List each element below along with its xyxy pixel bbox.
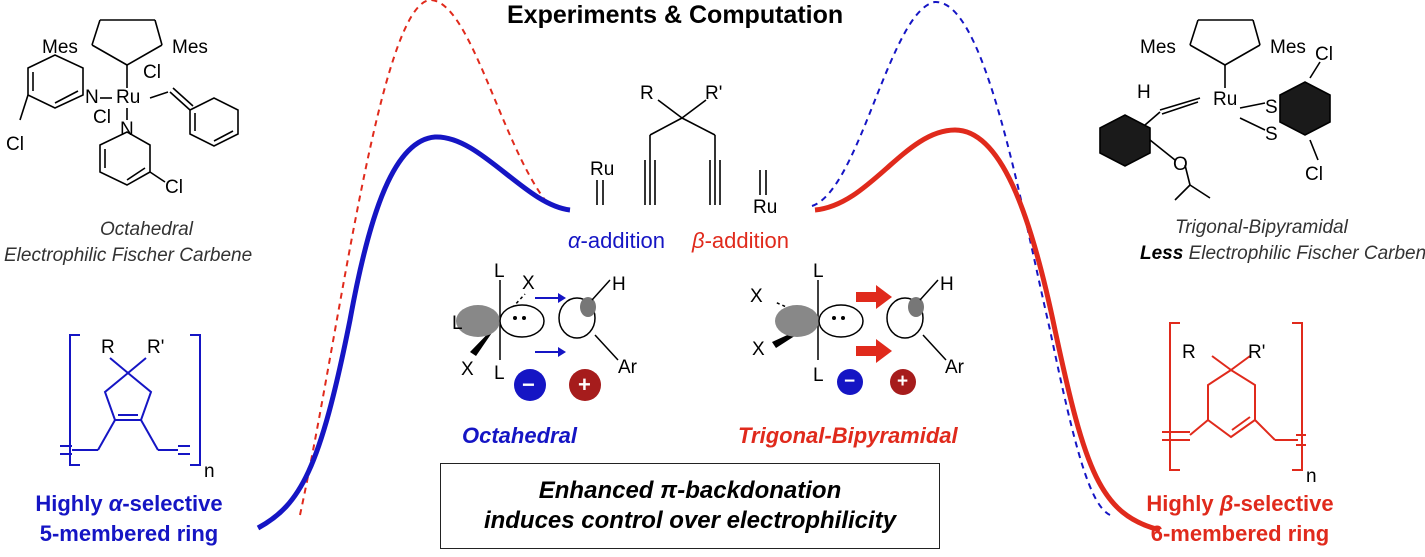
- right-mes-right: Mes: [1270, 37, 1306, 58]
- substrate-ru-right: Ru: [753, 197, 778, 218]
- left-prod-n: n: [204, 461, 215, 482]
- right-product-line-1: Highly β-selective: [1146, 491, 1334, 516]
- oct-l-top: L: [494, 261, 505, 282]
- octahedral-orbital-drawing: [456, 279, 619, 361]
- octahedral-label: Octahedral: [462, 423, 577, 448]
- right-caption-rest: Electrophilic Fischer Carbene: [1183, 243, 1425, 264]
- oct-plus-sign: +: [578, 372, 591, 397]
- substrate-r-prime: R': [705, 83, 723, 104]
- oct-h: H: [612, 274, 626, 295]
- left-catalyst-caption-2: Electrophilic Fischer Carbene: [4, 245, 253, 266]
- tbp-l-bottom: L: [813, 365, 824, 386]
- left-prod-r: R: [101, 337, 115, 358]
- tbp-orbital-drawing: [772, 279, 947, 363]
- tbp-h: H: [940, 274, 954, 295]
- oct-x-top: X: [522, 273, 535, 294]
- right-prod-n: n: [1306, 466, 1317, 487]
- oct-ar: Ar: [618, 357, 637, 378]
- right-catalyst-caption-2: Less Electrophilic Fischer Carbene: [1140, 244, 1425, 263]
- right-mes-left: Mes: [1140, 37, 1176, 58]
- right-prod-r: R: [1182, 342, 1196, 363]
- diagram-title: Experiments & Computation: [507, 1, 844, 29]
- tbp-plus-sign: +: [897, 371, 909, 392]
- plus-charge-circle-right: [890, 369, 916, 395]
- beta-barrier-right-solid: [814, 127, 1161, 533]
- beta-addition-label: β-addition: [692, 228, 789, 253]
- left-cl-atom-top: Cl: [143, 62, 161, 83]
- right-cl-atom-bottom: Cl: [1305, 164, 1323, 185]
- tbp-x-bottom: X: [752, 339, 765, 360]
- conclusion-line-2: induces control over electrophilicity: [483, 507, 897, 534]
- left-n-atom: N: [85, 87, 99, 108]
- alpha-barrier-left-solid: [256, 134, 571, 531]
- oct-x-bottom: X: [461, 359, 474, 380]
- left-prod-r-prime: R': [147, 337, 165, 358]
- left-cl-atom-ring2: Cl: [165, 177, 183, 198]
- plus-charge-circle-left: [569, 369, 601, 401]
- right-prod-r-prime: R': [1248, 342, 1266, 363]
- right-product-structure: [1162, 322, 1306, 471]
- substrate-ru-left: Ru: [590, 159, 615, 180]
- right-s-atom-1: S: [1265, 97, 1278, 118]
- left-cl-atom-ring: Cl: [6, 134, 24, 155]
- right-caption-less: Less: [1140, 243, 1184, 264]
- right-catalyst-structure: [1099, 19, 1331, 201]
- oct-l-left: L: [452, 313, 463, 334]
- conclusion-line-1: Enhanced π-backdonation: [538, 477, 842, 504]
- left-product-structure: [60, 334, 201, 466]
- left-mes-right: Mes: [172, 37, 208, 58]
- center-substrate-structure: [596, 99, 767, 205]
- left-catalyst-caption-1: Octahedral: [100, 219, 193, 240]
- left-product-line-1: Highly α-selective: [35, 491, 223, 516]
- right-h-atom: H: [1137, 82, 1151, 103]
- oct-minus-sign: −: [522, 372, 535, 397]
- conclusion-box: Enhanced π-backdonation induces control …: [440, 463, 940, 549]
- right-s-atom-2: S: [1265, 124, 1278, 145]
- oct-l-bottom: L: [494, 363, 505, 384]
- left-catalyst-structure: [19, 19, 239, 186]
- left-product-line-2: 5-membered ring: [39, 521, 219, 546]
- tbp-minus-sign: −: [844, 371, 856, 392]
- left-n-atom-bottom: N: [120, 119, 134, 140]
- right-ru-atom: Ru: [1213, 89, 1238, 110]
- minus-charge-circle-left: [514, 369, 546, 401]
- right-catalyst-caption-1: Trigonal-Bipyramidal: [1175, 217, 1348, 238]
- right-product-line-2: 6-membered ring: [1150, 521, 1330, 546]
- right-cl-atom-top: Cl: [1315, 44, 1333, 65]
- left-ru-atom: Ru: [116, 87, 141, 108]
- tbp-l-top: L: [813, 261, 824, 282]
- tbp-ar: Ar: [945, 357, 964, 378]
- tbp-label: Trigonal-Bipyramidal: [738, 423, 958, 448]
- substrate-r: R: [640, 83, 654, 104]
- tbp-x-top: X: [750, 286, 763, 307]
- left-cl-atom-mid: Cl: [93, 107, 111, 128]
- left-mes-left: Mes: [42, 37, 78, 58]
- right-o-atom: O: [1173, 154, 1188, 175]
- minus-charge-circle-right: [837, 369, 863, 395]
- alpha-addition-label: α-addition: [568, 228, 665, 253]
- beta-barrier-left-dashed: [299, 0, 546, 516]
